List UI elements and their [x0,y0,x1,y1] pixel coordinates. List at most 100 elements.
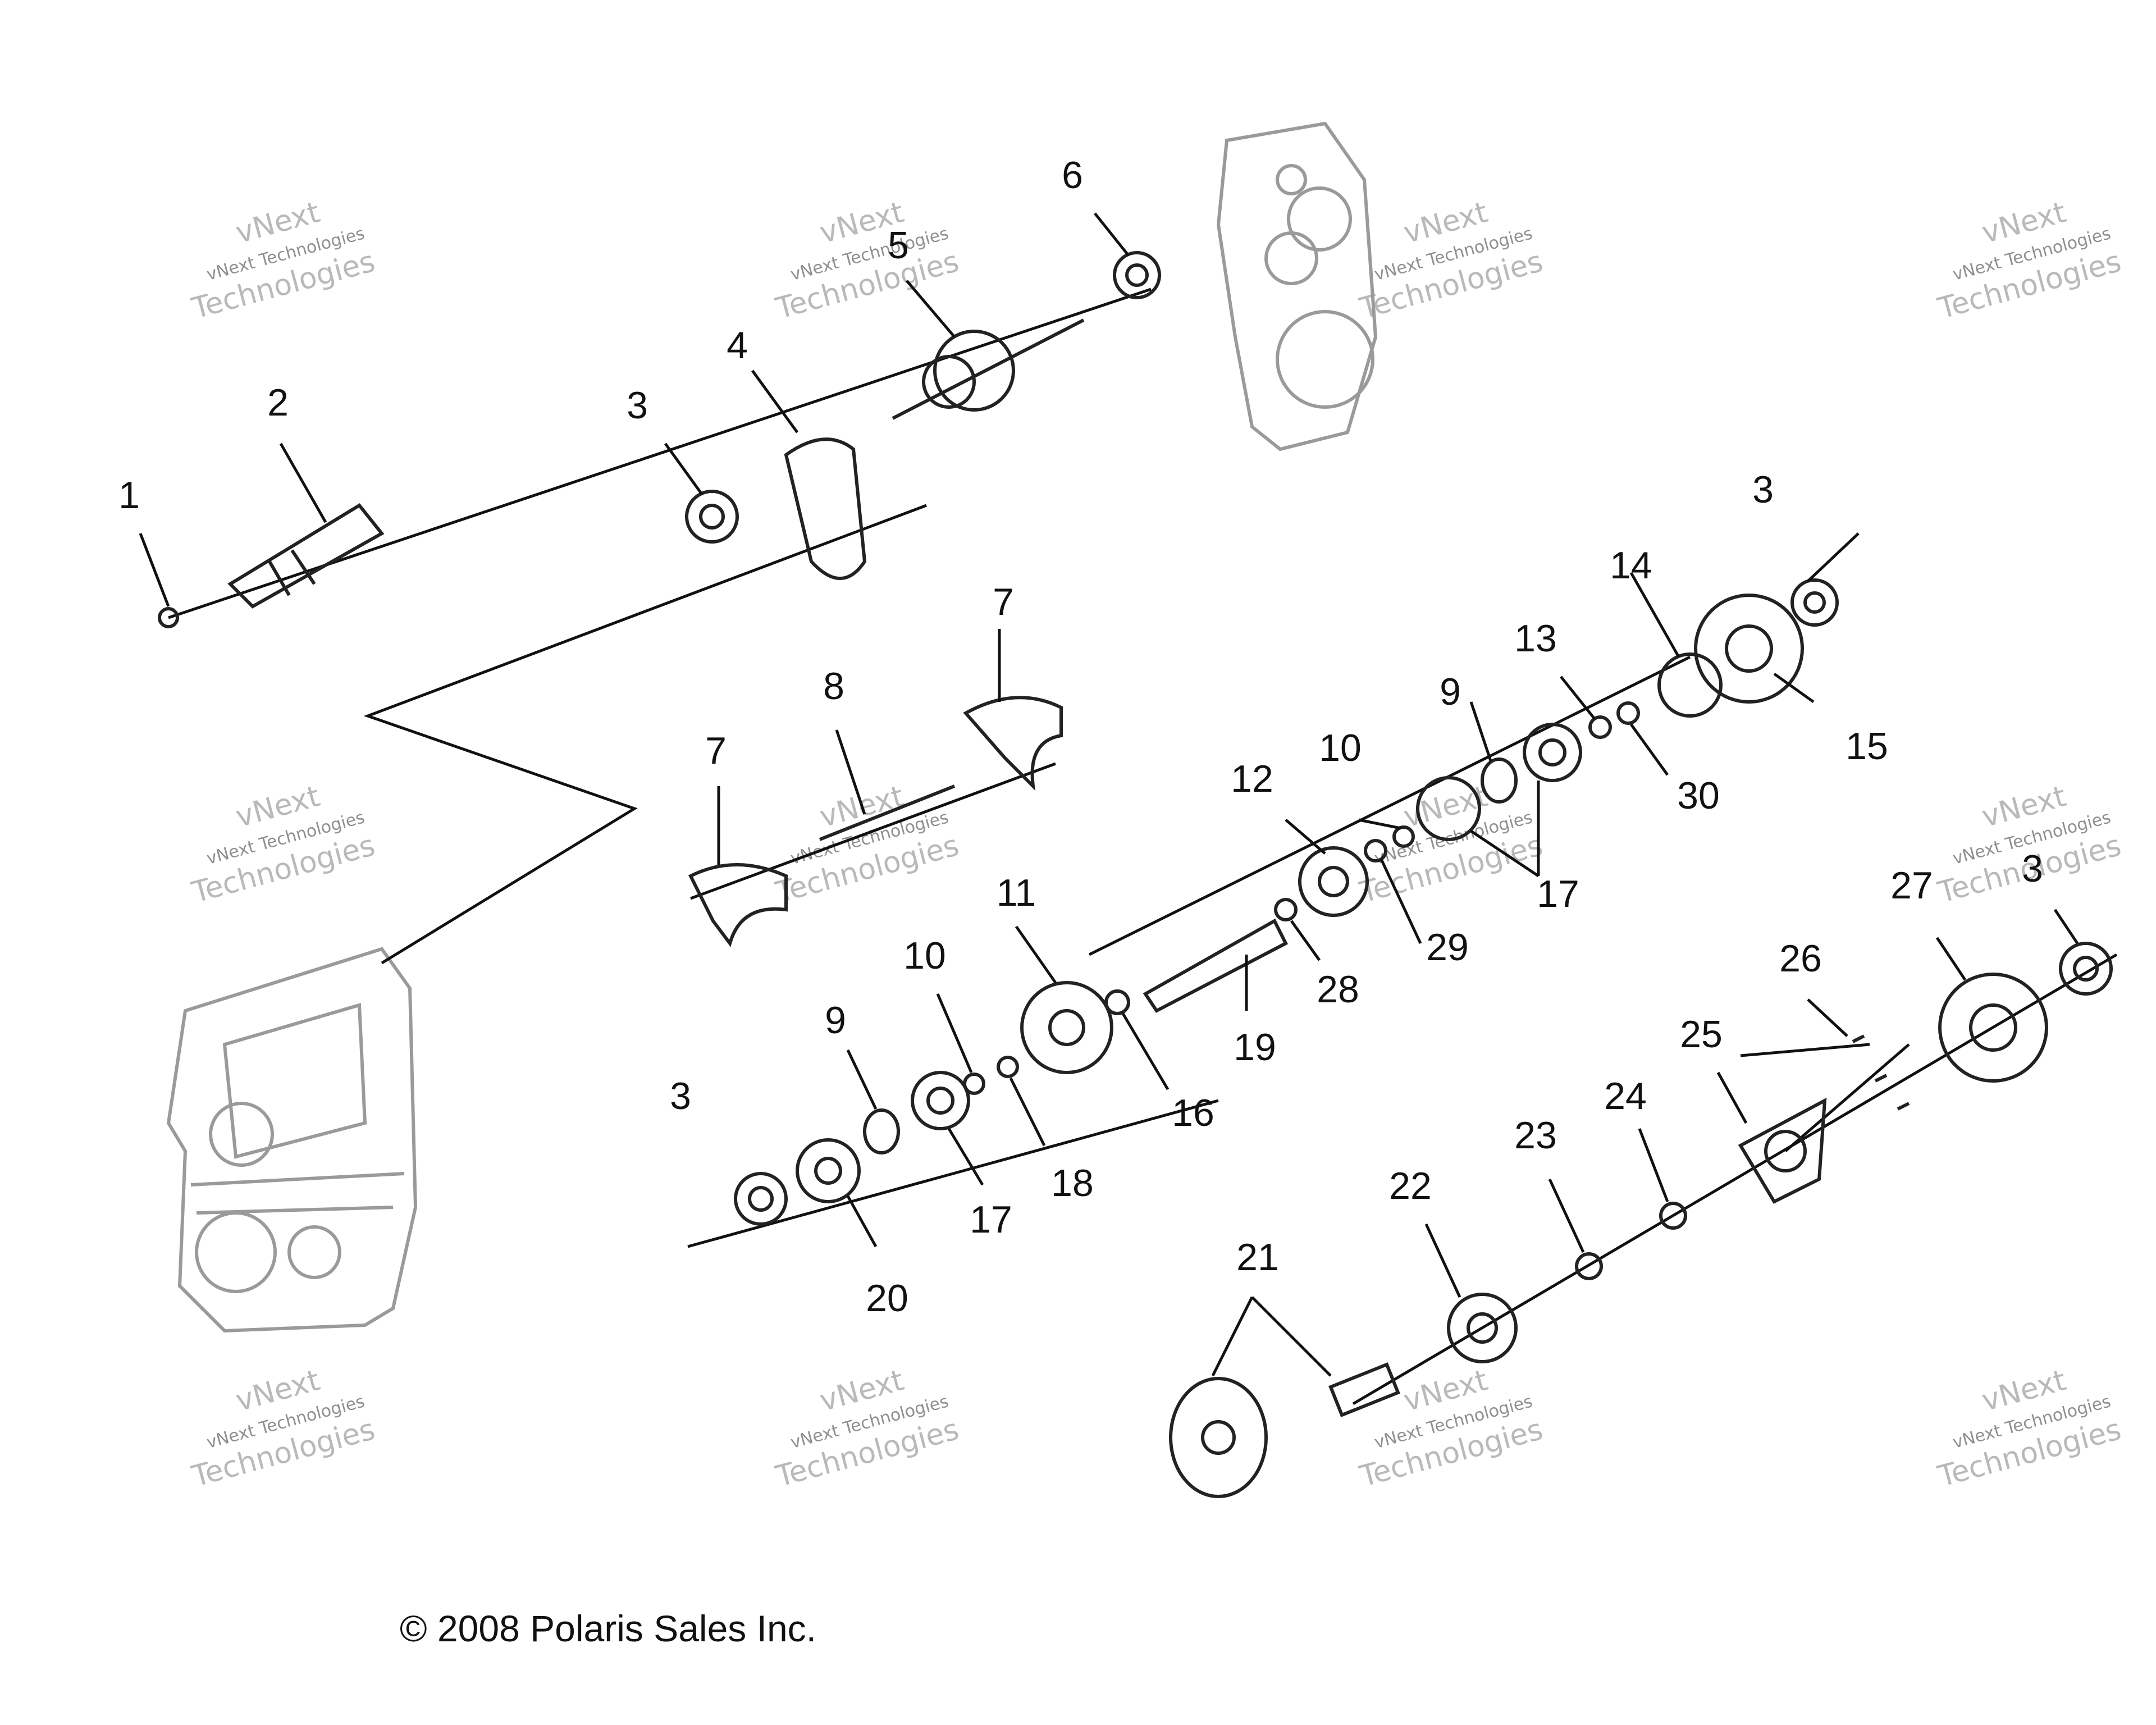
assembly-axis-lines [168,288,2118,1405]
callout-2: 2 [267,381,289,424]
leader-lines [139,212,2079,1377]
part-6-seal-inner [1125,263,1149,287]
callout-3: 3 [1752,468,1774,511]
part-15-gear-hub [1725,624,1773,673]
part-8-shift-rail [819,784,956,841]
part-14-gear [1657,652,1723,718]
part-3-bearing [2059,942,2113,996]
callout-27: 27 [1890,864,1933,907]
watermark-tile: vNext vNext Technologies Technologies [188,779,378,910]
part-29-washer [1364,839,1387,862]
callout-17: 17 [1537,873,1579,915]
callout-10: 10 [903,934,946,977]
part-3-bearing-inner [1803,591,1826,614]
callout-7: 7 [705,729,727,772]
part-26-bolt [1852,1034,1865,1043]
callout-3: 3 [627,384,648,427]
part-21-disc [1169,1377,1268,1498]
part-17-bearing [1523,723,1582,782]
callout-29: 29 [1426,926,1469,969]
callout-30: 30 [1677,774,1720,817]
callout-25: 25 [1680,1013,1723,1056]
callout-19: 19 [1234,1026,1276,1069]
part-1-nut [158,607,179,628]
part-26-bolt [1874,1074,1888,1083]
callout-13: 13 [1514,617,1557,660]
part-6-seal [1113,251,1161,299]
part-13-washer [1588,715,1612,739]
part-27-gear [1938,973,2048,1083]
part-17-gear [1416,776,1481,841]
part-17-bearing-inner [1538,738,1566,766]
part-3-bearing-inner [748,1186,774,1212]
part-26-bolt [1897,1102,1910,1111]
callout-24: 24 [1604,1075,1647,1117]
part-21-disc-hub [1201,1420,1236,1455]
watermark-tile: vNext vNext Technologies Technologies [188,1363,378,1494]
callout-7: 7 [993,581,1014,623]
watermark-tile: vNext vNext Technologies Technologies [772,1363,962,1494]
part-2-shift-drum [227,503,385,609]
callout-9: 9 [1440,670,1461,713]
watermark-tile: vNext vNext Technologies Technologies [1934,1363,2125,1494]
callout-labels: 1 2 3 4 5 6 7 7 8 9 9 10 10 11 12 13 14 … [118,154,2043,1320]
part-11-sprocket-hub [1048,1009,1085,1046]
part-9-washer [1481,757,1518,804]
part-7-shift-fork [688,863,788,947]
part-7-shift-fork [963,696,1063,791]
transmission-case-ghost [166,947,418,1333]
callout-26: 26 [1779,937,1822,980]
callout-4: 4 [727,324,748,367]
callout-17: 17 [970,1198,1012,1241]
part-20-collar-inner [814,1157,842,1185]
part-9-washer [863,1108,900,1154]
part-12-gear [1298,846,1369,917]
part-11-sprocket [1020,981,1113,1074]
gearcase-cover-ghost [1216,121,1378,451]
part-24-o-ring [1659,1202,1687,1230]
part-3-bearing [1790,578,1839,627]
callout-3: 3 [670,1075,691,1117]
callout-10: 10 [1319,727,1362,769]
part-3-bearing-inner [2073,956,2099,982]
callout-6: 6 [1062,154,1083,197]
callout-12: 12 [1231,757,1273,800]
part-23-o-ring [1575,1252,1603,1280]
part-10-clip [1392,825,1415,848]
watermark-tile: vNext vNext Technologies Technologies [1934,195,2125,326]
watermark-tile: vNext vNext Technologies Technologies [1356,1363,1546,1494]
part-15-gear [1694,594,1804,704]
part-3-bearing [734,1172,788,1226]
callout-23: 23 [1514,1114,1557,1157]
callout-3: 3 [2022,847,2043,890]
callout-5: 5 [888,224,909,267]
callout-18: 18 [1051,1162,1094,1204]
part-28-washer [1274,898,1298,921]
part-3-bearing-inner [699,504,725,530]
copyright-notice: © 2008 Polaris Sales Inc. [400,1608,817,1649]
watermark-tile: vNext vNext Technologies Technologies [772,195,962,326]
part-12-gear-hub [1318,866,1349,897]
part-27-gear-hub [1969,1003,2017,1052]
part-4-drive-chain [784,437,867,580]
part-22-bearing [1447,1293,1518,1363]
part-25-flange [1738,1097,1827,1204]
part-19-countershaft [1143,918,1289,1013]
callout-14: 14 [1610,544,1652,587]
watermark-tile: vNext vNext Technologies Technologies [188,195,378,326]
part-18-clip [997,1056,1019,1078]
part-3-bearing [685,490,739,544]
callout-15: 15 [1846,725,1888,768]
callout-1: 1 [118,474,140,517]
part-17-bearing [911,1071,970,1130]
callout-16: 16 [1172,1092,1214,1134]
part-5-input-shaft [892,318,1085,420]
part-22-bearing-inner [1467,1312,1498,1344]
callout-8: 8 [823,665,844,708]
callout-11: 11 [997,871,1036,914]
part-21-output-stub [1328,1362,1400,1417]
callout-20: 20 [866,1277,908,1320]
callout-22: 22 [1389,1165,1432,1207]
part-17-bearing-inner [926,1087,954,1115]
